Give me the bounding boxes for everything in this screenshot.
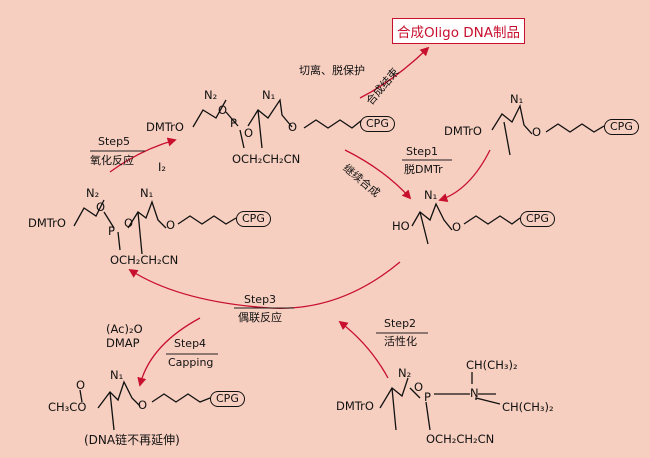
step5-reagent: I₂ [158,160,167,174]
ch3co-label: CH₃CO [48,400,87,414]
och2-bottom-right: OCH₂CH₂CN [426,432,495,446]
n1-mid-right: N₁ [424,188,438,202]
n-bottom-right: N [470,386,479,400]
dmtro-mid-left: DMTrO [28,216,66,230]
cpg-mid-right: CPG [520,211,555,227]
arrow-step4 [137,317,201,387]
step4-reagent1: (Ac)₂O [106,322,143,336]
o-bottom-right: O [414,380,424,394]
dmtro-top-right: DMTrO [444,124,482,138]
o-mid-left-3: O [166,218,176,232]
cpg-top: CPG [360,116,395,132]
o-top-1: O [218,103,228,117]
o-bottom-left-1: O [76,378,86,392]
capped-note: (DNA链不再延伸) [84,433,180,447]
dmtro-bottom-right: DMTrO [336,399,374,413]
n1-top-right: N₁ [510,92,524,106]
och2-mid-left: OCH₂CH₂CN [110,253,179,267]
arrow-step2 [338,320,389,379]
step2-num: Step2 [384,317,417,330]
step5-name: 氧化反应 [90,154,134,167]
n2-mid-left: N₂ [86,186,100,200]
arrow-step5 [109,137,177,173]
o-top-2: O [244,126,254,140]
cleave-label: 切离、脱保护 [299,64,365,77]
dmtro-top: DMTrO [146,120,184,134]
p-mid-left: P [108,224,115,238]
och2-top: OCH₂CH₂CN [232,152,301,166]
iso1-label: CH(CH₃)₂ [466,358,518,372]
step1-name: 脱DMTr [404,163,443,176]
o-top-right: O [532,125,542,139]
ho-label: HO [392,219,410,233]
step4-reagent2: DMAP [106,336,140,350]
n2-bottom-right: N₂ [398,366,412,380]
arrow-continue [344,149,412,200]
iso2-label: CH(CH₃)₂ [502,400,554,414]
molecule-bottom-right [379,372,501,431]
step4-num: Step4 [174,337,207,350]
arrow-step1-from-top [438,149,491,203]
cpg-bottom-left: CPG [210,391,245,407]
molecule-top-right [491,104,605,156]
n1-bottom-left: N₁ [110,368,124,382]
molecule-bottom-left [79,380,211,431]
o-mid-left-1: O [96,200,106,214]
step3-name: 偶联反应 [238,311,282,324]
molecule-middle-left [73,199,237,255]
arrow-to-product [359,46,430,99]
cpg-top-right: CPG [604,119,639,135]
step3-num: Step3 [244,293,277,306]
n2-top: N₂ [204,88,218,102]
o-bottom-left-2: O [138,398,148,412]
step4-name: Capping [168,356,214,369]
n1-mid-left: N₁ [140,186,154,200]
n1-top: N₁ [262,88,276,102]
molecule-middle-right [411,202,521,245]
cpg-mid-left: CPG [236,211,271,227]
p-bottom-right: P [424,390,431,404]
step1-num: Step1 [406,145,439,158]
product-box: 合成Oligo DNA制品 [392,18,525,44]
o-mid-left-2: O [124,216,134,230]
p-top: P [230,116,237,130]
step2-name: 活性化 [384,335,417,348]
o-top-3: O [288,120,298,134]
o-mid-right: O [452,220,462,234]
step5-num: Step5 [98,135,131,148]
